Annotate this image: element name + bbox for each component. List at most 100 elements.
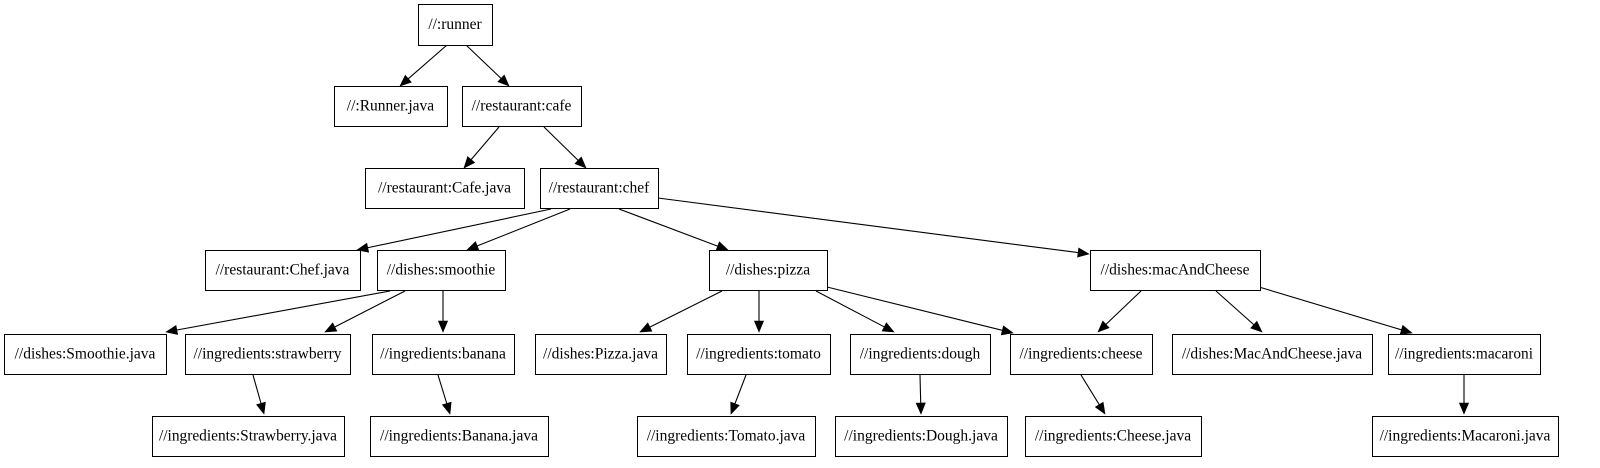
node-label: //ingredients:banana [380,346,506,363]
edge-arrowhead [324,322,338,333]
node-box[interactable] [835,416,1008,457]
edge-arrowhead [1250,320,1263,333]
node-box[interactable] [152,416,345,457]
node-label: //ingredients:cheese [1019,346,1142,363]
edge-arrowhead [915,402,926,415]
node-box[interactable] [535,334,667,375]
node-box[interactable] [1388,334,1541,375]
graph-edge: //:runner → //restaurant:cafe [465,44,510,87]
graph-edge: //restaurant:cafe → //restaurant:Cafe.ja… [463,126,500,169]
node-box[interactable] [1010,334,1153,375]
node-box[interactable] [1090,250,1261,291]
edge-line [618,208,720,248]
graph-node-dishes-macandchee[interactable]: //dishes:macAndCheese [1090,250,1261,291]
node-label: //ingredients:Cheese.java [1035,428,1191,445]
node-box[interactable] [365,168,525,209]
graph-node-cheese-java[interactable]: //ingredients:Cheese.java [1025,416,1202,457]
graph-edge: //dishes:smoothie → //ingredients:banana [437,291,449,333]
node-box[interactable] [637,416,816,457]
graph-edge: //restaurant:chef → //dishes:smoothie [466,208,571,251]
graph-node-ing-macaroni[interactable]: //ingredients:macaroni [1388,334,1541,375]
graph-edge: //dishes:pizza → //ingredients:cheese [826,286,1014,336]
graph-node-ing-banana[interactable]: //ingredients:banana [372,334,515,375]
graph-edge: //restaurant:chef → //restaurant:Chef.ja… [356,208,552,253]
node-box[interactable] [185,334,351,375]
graph-node-dough-java[interactable]: //ingredients:Dough.java [835,416,1008,457]
node-label: //ingredients:tomato [696,346,821,363]
node-label: //dishes:pizza [726,262,810,279]
node-box[interactable] [4,334,167,375]
node-box[interactable] [462,86,582,127]
edge-arrowhead [1399,324,1413,335]
edge-line [1104,290,1142,327]
node-box[interactable] [1372,416,1559,457]
node-box[interactable] [709,250,828,291]
graph-edge: //ingredients:banana → //ingredients:Ban… [437,374,452,415]
node-box[interactable] [334,86,448,127]
edge-arrowhead [437,320,449,333]
node-box[interactable] [372,334,515,375]
graph-edge: //restaurant:chef → //dishes:macAndChees… [657,197,1090,258]
node-box[interactable] [377,250,506,291]
graph-edge: //ingredients:macaroni → //ingredients:M… [1458,375,1470,415]
edge-arrowhead [1458,402,1470,415]
graph-node-cafe-java[interactable]: //restaurant:Cafe.java [365,168,525,209]
edge-line [733,374,747,406]
edge-line [252,374,263,406]
node-box[interactable] [687,334,831,375]
graph-node-restaurant-chef[interactable]: //restaurant:chef [540,168,659,209]
edge-line [1215,290,1256,327]
graph-node-ing-dough[interactable]: //ingredients:dough [850,334,991,375]
graph-edge: //dishes:macAndCheese → //ingredients:ch… [1097,290,1142,333]
graph-node-restaurant-cafe[interactable]: //restaurant:cafe [462,86,582,127]
node-label: //:runner [428,16,482,33]
graph-node-runner-java[interactable]: //:Runner.java [334,86,448,127]
graph-node-chef-java[interactable]: //restaurant:Chef.java [205,250,361,291]
graph-node-banana-java[interactable]: //ingredients:Banana.java [370,416,549,457]
node-label: //ingredients:Macaroni.java [1380,428,1551,445]
graph-node-ing-cheese[interactable]: //ingredients:cheese [1010,334,1153,375]
node-label: //ingredients:Banana.java [380,428,538,445]
edge-line [365,208,552,249]
node-box[interactable] [850,334,991,375]
graph-node-pizza-java[interactable]: //dishes:Pizza.java [535,334,667,375]
node-box[interactable] [1025,416,1202,457]
graph-node-tomato-java[interactable]: //ingredients:Tomato.java [637,416,816,457]
node-label: //ingredients:Tomato.java [647,428,806,445]
edge-arrowhead [1077,247,1090,258]
graph-node-ing-tomato[interactable]: //ingredients:tomato [687,334,831,375]
node-box[interactable] [540,168,659,209]
edge-arrowhead [463,156,476,169]
graph-node-ing-strawberry[interactable]: //ingredients:strawberry [185,334,351,375]
node-box[interactable] [1172,334,1373,375]
node-box[interactable] [418,4,493,46]
graph-edge: //ingredients:strawberry → //ingredients… [252,374,266,415]
edge-line [826,286,1005,332]
edge-arrowhead [1097,320,1110,333]
graph-node-smoothie-java[interactable]: //dishes:Smoothie.java [4,334,167,375]
edge-arrowhead [356,242,370,253]
edge-arrowhead [730,401,740,415]
graph-node-macaroni-java[interactable]: //ingredients:Macaroni.java [1372,416,1559,457]
edge-line [657,197,1081,254]
graph-node-dishes-pizza[interactable]: //dishes:pizza [709,250,828,291]
nodes-layer: //:runner //:Runner.java //restaurant:cafe… [4,4,1559,457]
graph-node-strawberry-java[interactable]: //ingredients:Strawberry.java [152,416,345,457]
node-box[interactable] [205,250,361,291]
graph-edge: //ingredients:tomato → //ingredients:Tom… [730,374,747,415]
node-label: //dishes:Pizza.java [543,346,658,363]
graph-node-macandcheese-java[interactable]: //dishes:MacAndCheese.java [1172,334,1373,375]
node-label: //:Runner.java [347,98,435,115]
graph-edge: //ingredients:dough → //ingredients:Doug… [915,374,926,415]
graph-node-runner[interactable]: //:runner [418,4,493,46]
graph-node-dishes-smoothie[interactable]: //dishes:smoothie [377,250,506,291]
edge-arrowhead [715,241,729,251]
node-label: //dishes:MacAndCheese.java [1182,346,1362,363]
node-label: //ingredients:strawberry [193,346,341,363]
graph-edge: //:runner → //:Runner.java [399,44,448,87]
edge-line [815,290,887,329]
edge-line [1258,286,1404,331]
node-box[interactable] [370,416,549,457]
